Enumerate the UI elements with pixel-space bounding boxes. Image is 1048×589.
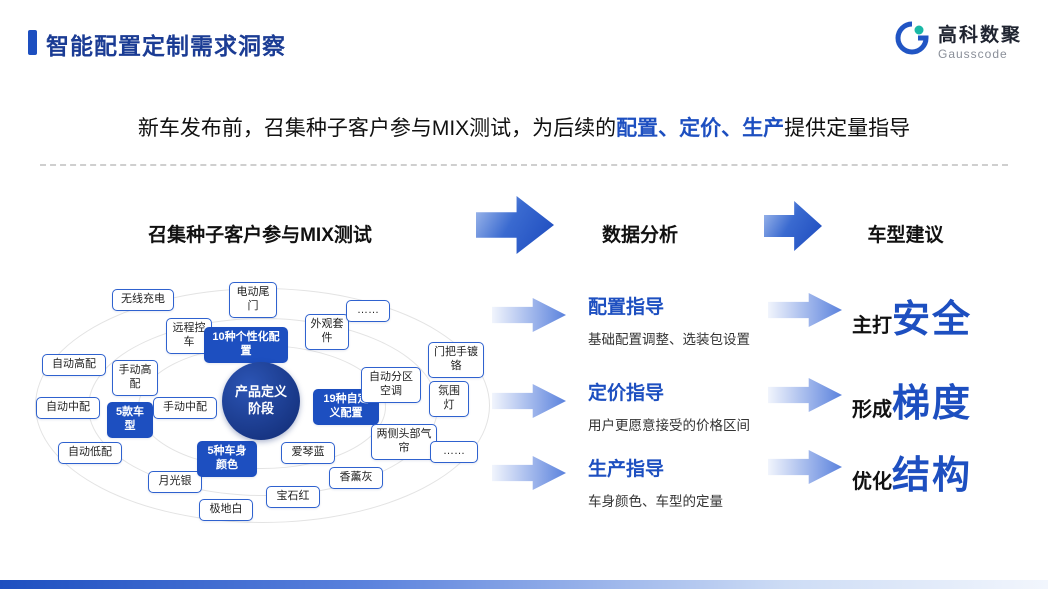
title-accent-bar: [28, 30, 37, 55]
diagram-hub-node: 5种车身颜色: [197, 441, 257, 477]
footer-accent-bar: [0, 580, 1048, 589]
analysis-title: 配置指导: [588, 297, 665, 318]
subtitle-highlight: 配置、定价、生产: [616, 117, 785, 140]
fade-arrow-icon: [492, 298, 566, 332]
flow-arrow-icon: [476, 196, 554, 254]
diagram-node: 氛围灯: [429, 381, 469, 417]
analysis-desc: 车身颜色、车型的定量: [588, 494, 723, 509]
logo-name: 高科数聚: [937, 25, 1022, 46]
fade-arrow-icon: [492, 456, 566, 490]
diagram-hub-node: 5款车型: [107, 402, 153, 438]
diagram-hub-node: 10种个性化配置: [204, 327, 288, 363]
suggestion-prefix: 主打: [852, 315, 892, 337]
suggestion-keyword: 结构: [892, 455, 973, 497]
subtitle-pre: 新车发布前，召集种子客户参与MIX测试，为后续的: [137, 117, 617, 140]
diagram-node: 月光银: [148, 471, 202, 493]
fade-arrow-icon: [492, 384, 566, 418]
suggestion-keyword: 梯度: [892, 383, 973, 425]
diagram-node: 宝石红: [266, 486, 320, 508]
analysis-item-config: 配置指导 基础配置调整、选装包设置: [588, 292, 778, 348]
suggestion-keyword: 安全: [892, 299, 973, 341]
analysis-item-pricing: 定价指导 用户更愿意接受的价格区间: [588, 378, 778, 434]
suggestion-prefix: 形成: [852, 399, 892, 421]
analysis-title: 生产指导: [588, 459, 665, 480]
diagram-node: 外观套件: [305, 314, 349, 350]
suggestion-item-safety: 主打 安全: [852, 288, 972, 343]
logo-text: 高科数聚 Gausscode: [938, 20, 1022, 61]
diagram-node: 电动尾门: [229, 282, 277, 318]
page-title: 智能配置定制需求洞察: [46, 33, 286, 59]
fade-arrow-icon: [768, 293, 842, 327]
diagram-node: 门把手镀铬: [428, 342, 484, 378]
right-column-title: 车型建议: [867, 225, 944, 246]
diagram-center-node: 产品定义阶段: [222, 362, 300, 440]
subtitle-post: 提供定量指导: [784, 117, 911, 140]
logo-subname: Gausscode: [937, 47, 1008, 61]
diagram-node: 手动中配: [153, 397, 217, 419]
diagram-node: 极地白: [199, 499, 253, 521]
diagram-node: 自动分区空调: [361, 367, 421, 403]
analysis-item-production: 生产指导 车身颜色、车型的定量: [588, 454, 778, 510]
analysis-desc: 基础配置调整、选装包设置: [588, 332, 750, 347]
diagram-node: 自动高配: [42, 354, 106, 376]
diagram-node: ……: [346, 300, 390, 322]
diagram-node: 自动低配: [58, 442, 122, 464]
diagram-node: 爱琴蓝: [281, 442, 335, 464]
diagram-node: 无线充电: [112, 289, 174, 311]
analysis-desc: 用户更愿意接受的价格区间: [588, 418, 750, 433]
suggestion-item-structure: 优化 结构: [852, 444, 972, 499]
analysis-title: 定价指导: [588, 383, 665, 404]
left-column-title: 召集种子客户参与MIX测试: [148, 225, 372, 246]
mid-column-title: 数据分析: [601, 225, 678, 246]
fade-arrow-icon: [768, 450, 842, 484]
diagram-node: ……: [430, 441, 478, 463]
diagram-node: 自动中配: [36, 397, 100, 419]
gausscode-logo: 高科数聚 Gausscode: [894, 20, 1022, 61]
suggestion-prefix: 优化: [852, 471, 892, 493]
fade-arrow-icon: [768, 378, 842, 412]
diagram-node: 两侧头部气帘: [371, 424, 437, 460]
flow-arrow-icon: [764, 201, 822, 251]
diagram-node: 香薰灰: [329, 467, 383, 489]
gausscode-logo-icon: [894, 20, 930, 61]
diagram-node: 手动高配: [112, 360, 158, 396]
suggestion-item-gradient: 形成 梯度: [852, 372, 972, 427]
dashed-divider: [40, 164, 1008, 166]
slide-subtitle: 新车发布前，召集种子客户参与MIX测试，为后续的配置、定价、生产提供定量指导: [0, 112, 1048, 142]
